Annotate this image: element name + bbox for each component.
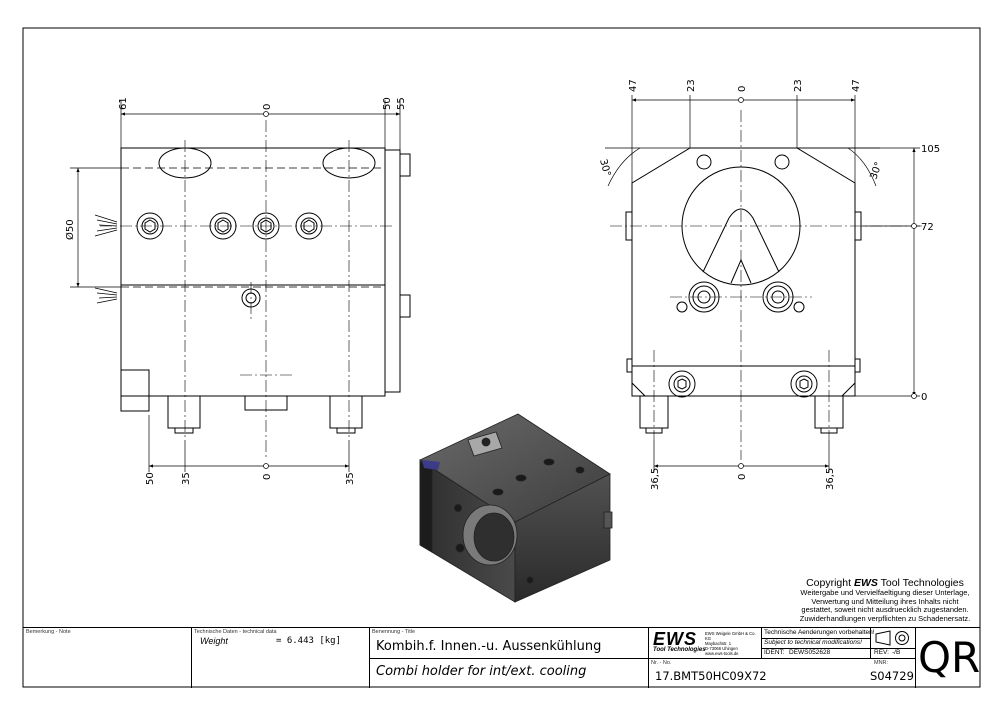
designation-label: Benennung - Title xyxy=(372,629,416,635)
number-label: Nr. - No. xyxy=(651,660,672,666)
isometric-view xyxy=(419,413,613,603)
logo-text: EWS xyxy=(653,629,698,649)
copyright-line-1: Weitergabe und Vervielfaeltigung dieser … xyxy=(800,588,970,597)
dim-36-5-right: 36,5 xyxy=(825,468,836,490)
qr-label: QR xyxy=(918,633,981,682)
copyright-notice: Copyright EWS Tool Technologies Weiterga… xyxy=(790,577,980,623)
side-screw-holes xyxy=(668,154,818,398)
mnr-label: MNR: xyxy=(874,660,889,666)
notice-english: Subject to technical modifications! xyxy=(764,639,862,646)
ident-value: DEWS052628 xyxy=(789,649,831,656)
part-number: 17.BMT50HC09X72 xyxy=(655,669,767,683)
copyright-line-3: gestattet, soweit nicht ausdruecklich zu… xyxy=(801,605,969,615)
title-english: Combi holder for int/ext. cooling xyxy=(376,664,587,679)
dim-50-top: 50 xyxy=(382,97,393,110)
dim-105: 105 xyxy=(921,144,940,155)
side-dimensions xyxy=(605,95,920,472)
dim-47-left: 47 xyxy=(628,79,639,92)
dim-side-right-0: 0 xyxy=(921,392,927,403)
dim-front-top-0: 0 xyxy=(262,104,273,110)
copyright-line-2: Verwertung und Mitteilung ihres Inhalts … xyxy=(811,596,959,606)
dim-35-left: 35 xyxy=(181,472,192,485)
dim-dia50: Ø50 xyxy=(64,219,76,240)
dim-35-right: 35 xyxy=(345,472,356,485)
dim-61: 61 xyxy=(118,97,129,110)
dim-front-bottom-0: 0 xyxy=(262,474,273,480)
logo-subtitle: Tool Technologies xyxy=(653,647,706,653)
company-address: EWS Weigele GmbH & Co. KG Maybachstr. 1 … xyxy=(705,631,756,656)
copyright-heading: Copyright EWS Tool Technologies xyxy=(806,577,964,589)
ident-label: IDENT: xyxy=(764,649,785,656)
mnr-value: S04729 xyxy=(870,669,914,683)
drawing-frame xyxy=(22,27,981,688)
dim-side-top-0: 0 xyxy=(737,86,748,92)
dim-50-bottom: 50 xyxy=(145,472,156,485)
front-dimension-labels: 61 0 50 55 Ø50 50 35 0 35 xyxy=(64,97,407,485)
dim-23-right: 23 xyxy=(793,79,804,92)
weight-value: = 6.443 [kg] xyxy=(276,636,342,646)
front-view xyxy=(100,120,411,460)
front-dimensions xyxy=(70,100,401,472)
rev-value: -/B xyxy=(892,649,901,656)
dim-side-bottom-0: 0 xyxy=(737,474,748,480)
dim-23-left: 23 xyxy=(686,79,697,92)
title-german: Kombih.f. Innen.-u. Aussenkühlung xyxy=(376,639,602,654)
company-logo: EWS Tool Technologies xyxy=(653,629,706,655)
dim-36-5-left: 36,5 xyxy=(650,468,661,490)
front-screw-holes xyxy=(136,212,323,308)
copyright-line-4: Zuwiderhandlungen verpflichten zu Schade… xyxy=(799,613,971,623)
remark-label: Bemerkung - Note xyxy=(26,629,71,635)
dim-angle-left: 30° xyxy=(597,158,612,178)
weight-label: Weight xyxy=(200,636,228,646)
notice-german: Technische Aenderungen vorbehalten! xyxy=(764,629,875,636)
dim-angle-right: 30° xyxy=(868,161,884,181)
dim-47-right: 47 xyxy=(851,79,862,92)
dim-72: 72 xyxy=(921,222,934,233)
tech-data-label: Technische Daten - technical data xyxy=(194,629,277,635)
projection-symbol xyxy=(875,630,911,646)
title-block: Bemerkung - Note Technische Daten - tech… xyxy=(23,627,980,688)
rev-label: REV: xyxy=(874,649,889,656)
dim-55: 55 xyxy=(396,97,407,110)
